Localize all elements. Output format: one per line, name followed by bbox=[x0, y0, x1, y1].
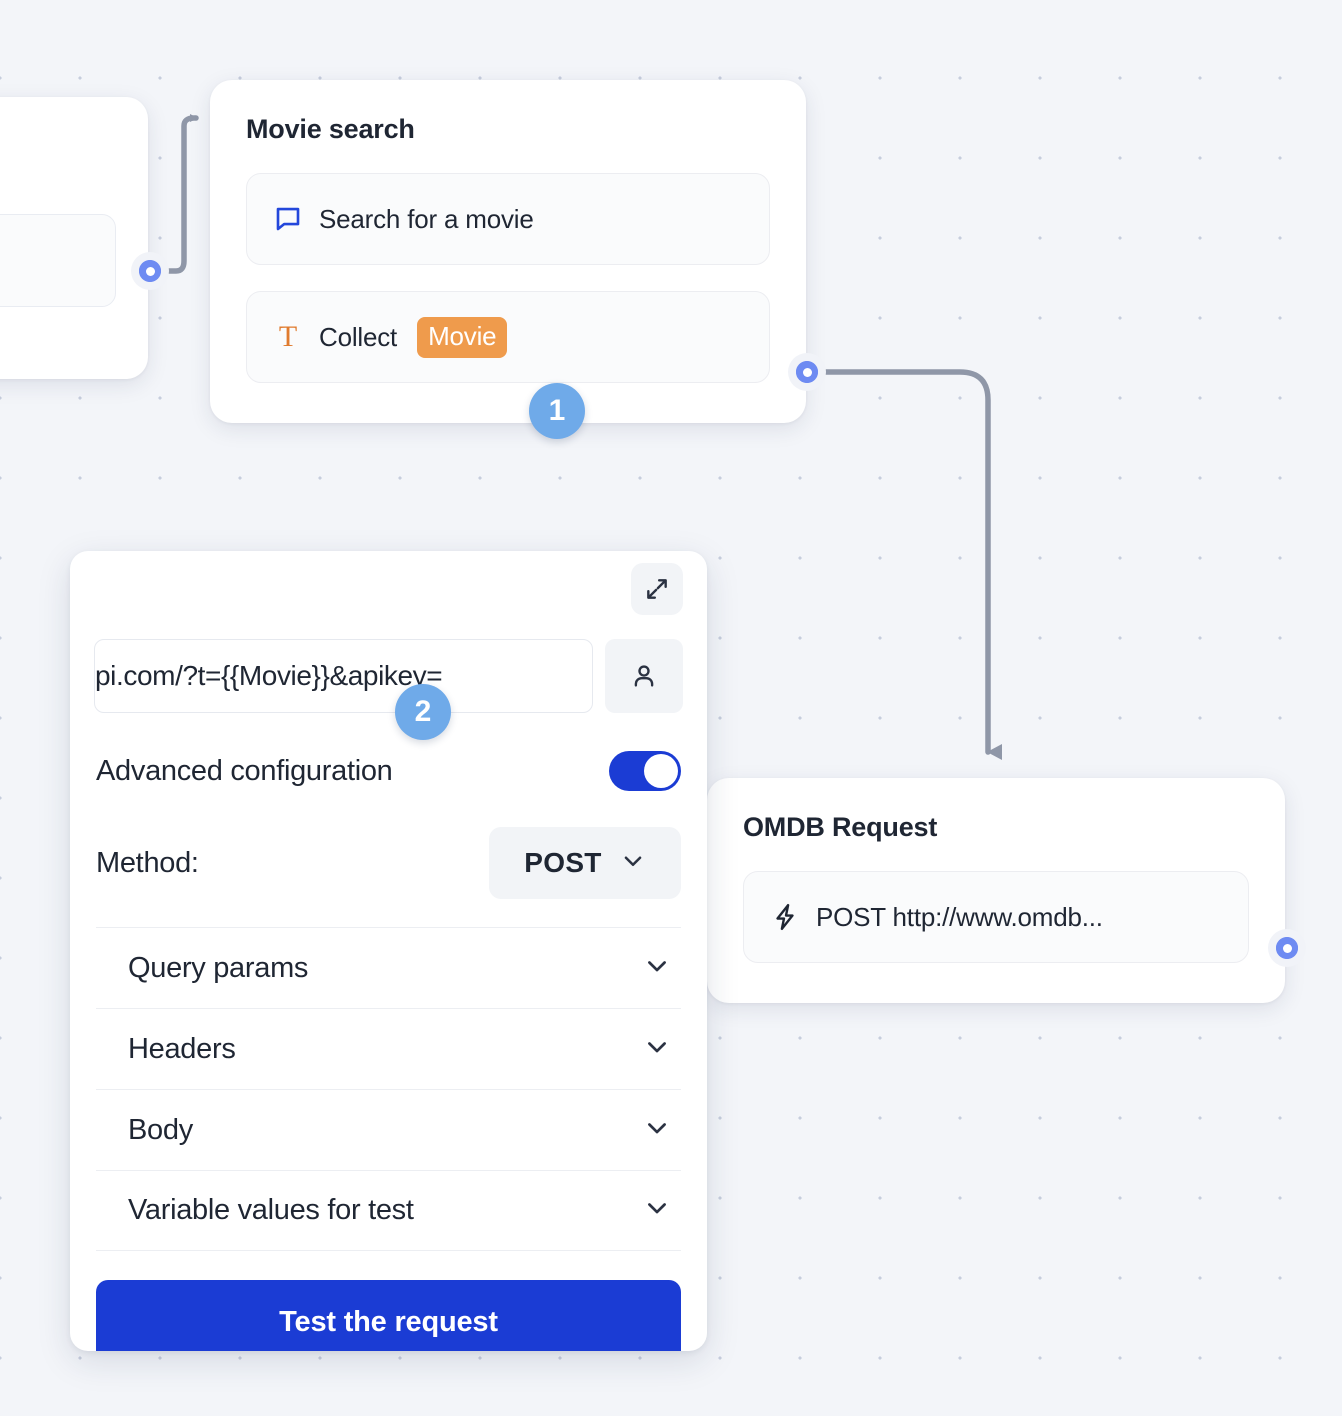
chevron-down-icon bbox=[620, 848, 646, 879]
slot-label: POST http://www.omdb... bbox=[816, 901, 1103, 932]
speech-bubble-icon bbox=[273, 204, 303, 234]
accordion-label: Body bbox=[128, 1113, 193, 1146]
url-row: pi.com/?t={{Movie}}&apikey= bbox=[94, 639, 683, 713]
slot-post-request[interactable]: POST http://www.omdb... bbox=[743, 871, 1249, 963]
chevron-down-icon bbox=[643, 1114, 671, 1147]
panel-header bbox=[94, 551, 683, 615]
slot-collect-variable[interactable]: T Collect Movie bbox=[246, 291, 770, 383]
accordion-item-headers[interactable]: Headers bbox=[96, 1008, 681, 1089]
method-select[interactable]: POST bbox=[489, 827, 681, 899]
url-input[interactable]: pi.com/?t={{Movie}}&apikey= bbox=[94, 639, 593, 713]
advanced-configuration-toggle[interactable] bbox=[609, 751, 681, 791]
chevron-down-icon bbox=[643, 1194, 671, 1227]
step-badge-2: 2 bbox=[395, 684, 451, 740]
request-config-panel[interactable]: pi.com/?t={{Movie}}&apikey= Advanced con… bbox=[70, 551, 707, 1351]
lightning-bolt-icon bbox=[770, 902, 800, 932]
node-movie-search[interactable]: Movie search Search for a movie T Collec… bbox=[210, 80, 806, 423]
node-title: OMDB Request bbox=[743, 812, 938, 842]
port-omdb-request-output[interactable] bbox=[1268, 929, 1306, 967]
text-t-icon: T bbox=[278, 320, 298, 353]
slot-label: Collect bbox=[319, 321, 398, 352]
accordion-label: Headers bbox=[128, 1032, 236, 1065]
accordion: Query params Headers Body bbox=[94, 927, 683, 1251]
slot-search-for-a-movie[interactable]: Search for a movie bbox=[246, 173, 770, 265]
toggle-knob bbox=[644, 754, 678, 788]
variable-chip-movie[interactable]: Movie bbox=[417, 316, 508, 358]
slot-label: Search for a movie bbox=[319, 203, 534, 234]
port-movie-search-output[interactable] bbox=[788, 353, 826, 391]
advanced-configuration-row: Advanced configuration bbox=[94, 751, 683, 791]
previous-node-partial[interactable] bbox=[0, 97, 148, 379]
accordion-label: Query params bbox=[128, 951, 309, 984]
node-title: Movie search bbox=[246, 114, 415, 144]
method-row: Method: POST bbox=[94, 827, 683, 899]
url-input-value: pi.com/?t={{Movie}}&apikey= bbox=[95, 660, 443, 691]
method-label: Method: bbox=[96, 846, 199, 879]
method-selected-value: POST bbox=[524, 847, 602, 878]
advanced-configuration-label: Advanced configuration bbox=[96, 754, 393, 787]
expand-diagonal-icon[interactable] bbox=[631, 563, 683, 615]
port-previous-node-output[interactable] bbox=[131, 252, 169, 290]
person-icon[interactable] bbox=[605, 639, 683, 713]
node-omdb-request[interactable]: OMDB Request POST http://www.omdb... bbox=[707, 778, 1285, 1003]
test-the-request-button[interactable]: Test the request bbox=[96, 1280, 681, 1351]
step-badge-1: 1 bbox=[529, 383, 585, 439]
accordion-label: Variable values for test bbox=[128, 1194, 414, 1226]
chevron-down-icon bbox=[643, 952, 671, 985]
accordion-item-query-params[interactable]: Query params bbox=[96, 927, 681, 1008]
previous-node-slot[interactable] bbox=[0, 214, 116, 307]
accordion-item-variable-values-for-test[interactable]: Variable values for test bbox=[96, 1170, 681, 1251]
accordion-item-body[interactable]: Body bbox=[96, 1089, 681, 1170]
chevron-down-icon bbox=[643, 1033, 671, 1066]
